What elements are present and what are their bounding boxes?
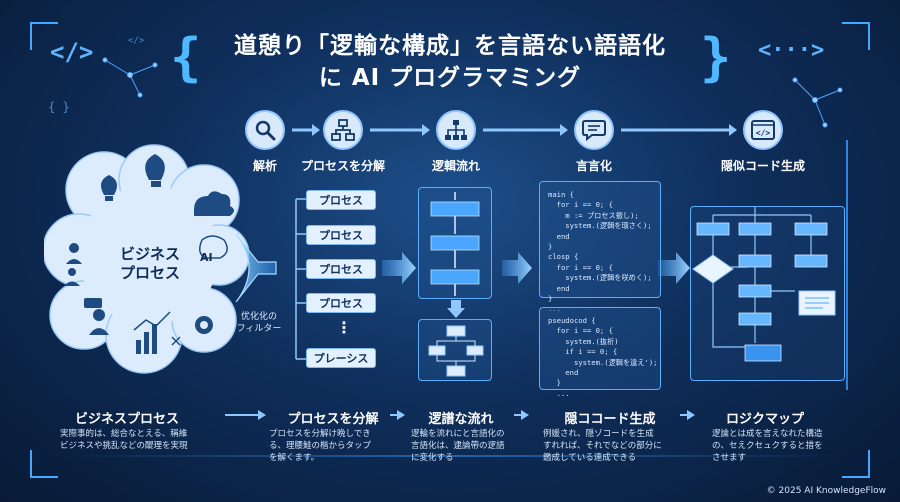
step-label-analysis: 解析 [252,159,277,173]
filter-funnel-icon [235,233,277,303]
bottom-title-logicmap: ロジクマップ [725,412,804,427]
logic-tree-panel [418,319,492,381]
business-cloud [44,144,249,374]
filter-label: 优化化の フィルター [226,311,292,335]
step-label-pseudocode: 隠似コード生成 [720,159,805,173]
process-box-2: プロセス [306,225,376,245]
small-code-tag: </> [128,36,145,46]
bottom-glow-line [60,455,840,457]
filter-label-line1: 优化化の [240,312,277,322]
bottom-desc-pseudocode: 例媛され、隠ゾコードを生成 すれれば、それでなどの部分に 鑑成している連成できる [543,429,662,463]
speech-bubble-icon [582,120,606,142]
small-braces-decor: { } [48,100,70,114]
bottom-desc-business: 実際事的は、総合なとえる、稱維 ビジネスや挑乱などの醍理を実現 [60,429,188,451]
code-window-icon: </> [751,120,775,140]
constellation-left [102,57,158,98]
process-ellipsis: ⋮ [336,318,352,337]
top-flow-arrows [292,124,737,136]
big-arrows [382,252,690,284]
title-brace-right: } [700,28,732,88]
process-bracket [295,198,308,360]
flow-icon [331,119,355,141]
logic-tree-diagram [428,325,484,377]
process-box-last: プレーシス [306,348,376,368]
process-box-1: プロセス [306,190,376,210]
corner-frame-tr [842,22,870,50]
bottom-title-business: ビジネスプロセス [74,412,179,427]
process-box-4: プロセス [306,293,376,313]
hierarchy-icon [445,120,467,140]
process-box-3: プロセス [306,259,376,279]
code-panel-2: pseudocod { for i == 0; { system.(抜析) if… [539,307,661,398]
logic-down-arrow [447,300,465,318]
flowchart-frame-line [846,140,848,390]
step-icon-analysis [245,110,285,150]
step-icon-process [323,110,363,150]
bottom-desc-logic: 逻輪を流れにと言語化の 言語化は、逮論帶の逻語 に変化する [411,429,505,463]
cloud-label-line1: ビジネス [119,245,180,263]
corner-frame-br [842,450,870,478]
step-label-verbalize: 言言化 [575,159,612,173]
copyright: © 2025 AI KnowledgeFlow [766,486,886,496]
page-title: 道憩り「逻輸な構成」を言語ない語語化 に AI プログラマミング [0,30,900,94]
cloud-label: ビジネス プロセス [100,245,200,283]
title-line-2: に AI プログラマミング [318,65,582,91]
cloud-label-line2: プロセス [119,264,180,282]
title-brace-left: { [170,28,202,88]
bottom-desc-process: プロセスを分解け晩しでき る、理腰鮭の楷からタップ を解くます。 [269,429,372,463]
flowchart-panel [690,206,845,381]
logic-flow-panel [418,187,492,299]
flowchart-diagram [692,207,836,362]
corner-frame-tl [30,22,58,50]
bottom-desc-logicmap: 逻論とは成を言えなれた構造 の、セえクセュクすると措を させます [712,429,823,463]
constellation-right [792,77,843,128]
right-code-badge: <···> [758,38,825,63]
bottom-title-logic: 逻譜な流れ [428,412,494,427]
step-icon-pseudocode: </> [743,110,783,150]
code-panel-1: main { for i == 0; { m := プロセス振し); syste… [539,181,661,313]
left-code-badge: </> [50,38,94,66]
bottom-title-process: プロセスを分解 [287,412,379,427]
title-line-1: 道憩り「逻輸な構成」を言語ない語語化 [234,33,666,59]
code-block-2: pseudocod { for i == 0; { system.(抜析) if… [548,316,658,398]
step-icon-verbalize [574,110,614,150]
svg-text:</>: </> [756,129,771,138]
step-label-process: プロセスを分解 [300,159,385,173]
ai-badge: AI [200,251,213,264]
magnifier-icon [255,120,276,141]
bottom-arrows [225,410,695,420]
corner-frame-bl [30,450,58,478]
logic-flow-diagram [430,192,480,296]
code-block-1: main { for i == 0; { m := プロセス振し); syste… [548,190,652,314]
filter-label-line2: フィルター [236,324,282,334]
step-label-logic: 逻輯流れ [431,159,480,173]
step-icon-logic [436,110,476,150]
bottom-title-pseudocode: 隠ココード生成 [564,412,656,427]
